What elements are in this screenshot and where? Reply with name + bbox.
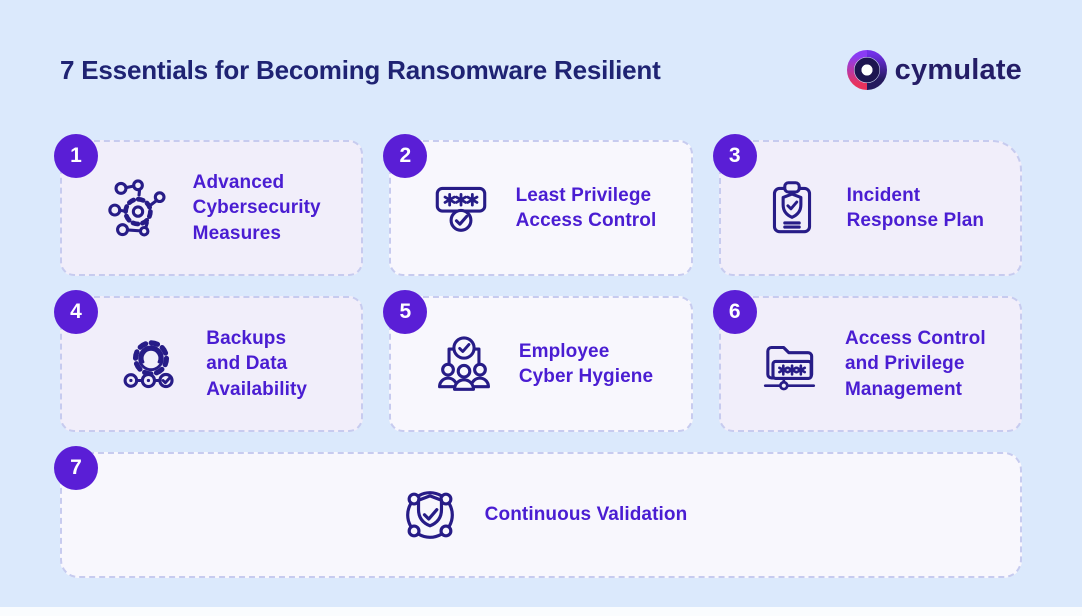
card-label: Advanced Cybersecurity Measures xyxy=(192,172,321,244)
page-title: 7 Essentials for Becoming Ransomware Res… xyxy=(60,54,661,85)
card-number-badge: 1 xyxy=(54,134,98,178)
folder-password-icon xyxy=(755,331,825,397)
shield-orbit-icon xyxy=(395,481,465,549)
card-employee-hygiene: 5 Employee Cyber Hygiene xyxy=(383,290,693,432)
card-number-badge: 6 xyxy=(712,290,757,334)
cymulate-logo-icon xyxy=(846,50,887,90)
card-number-badge: 3 xyxy=(712,134,757,178)
team-check-icon xyxy=(429,331,499,397)
card-label: Continuous Validation xyxy=(484,504,688,526)
card-label: Access Control and Privilege Management xyxy=(844,328,986,400)
card-label: Least Privilege Access Control xyxy=(515,184,657,231)
card-number-badge: 7 xyxy=(54,446,98,490)
gear-network-icon xyxy=(103,175,173,241)
bottom-strip xyxy=(0,607,1082,616)
card-access-privilege: 6 xyxy=(712,290,1022,432)
card-backups-data: 4 xyxy=(54,290,364,432)
card-label: Employee Cyber Hygiene xyxy=(518,340,654,387)
card-number-badge: 5 xyxy=(383,290,428,334)
password-check-icon xyxy=(426,175,496,241)
card-incident-response: 3 Incident Response Plan xyxy=(712,134,1022,276)
cymulate-logo-text: cymulate xyxy=(894,53,1022,86)
card-advanced-cybersecurity: 1 xyxy=(54,134,364,276)
cymulate-logo: cymulate xyxy=(846,50,1022,90)
card-number-badge: 4 xyxy=(54,290,98,334)
card-label: Backups and Data Availability xyxy=(206,328,308,400)
card-label: Incident Response Plan xyxy=(846,184,985,231)
essentials-grid: 1 xyxy=(54,134,1022,578)
card-number-badge: 2 xyxy=(383,134,428,178)
card-continuous-validation: 7 Continuous Validation xyxy=(54,446,1022,578)
header: 7 Essentials for Becoming Ransomware Res… xyxy=(60,0,1022,90)
clipboard-shield-icon xyxy=(757,175,827,241)
card-least-privilege: 2 Least Privilege Access Control xyxy=(383,134,693,276)
gear-backup-icon xyxy=(116,331,186,397)
